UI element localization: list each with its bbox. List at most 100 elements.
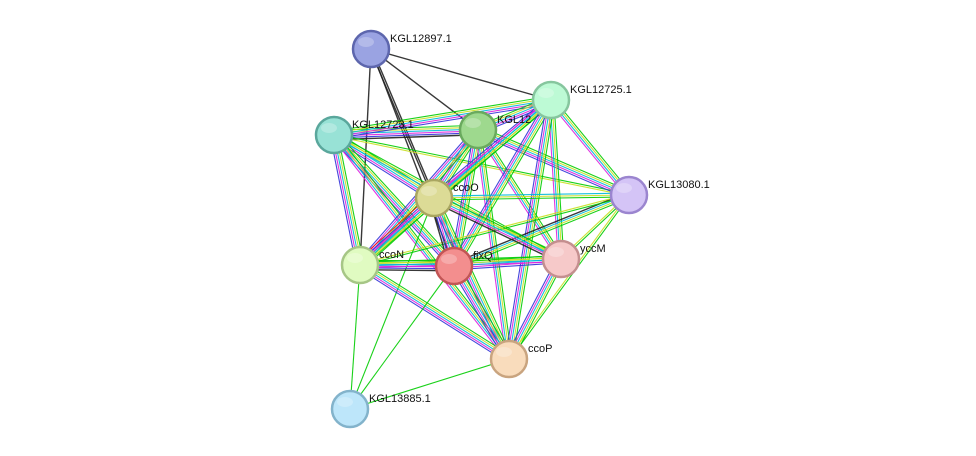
edge-kgl12724-ccop[interactable] [474, 129, 513, 360]
edge-ccon-kgl13885-1[interactable] [349, 264, 361, 410]
edge-kgl12725-1-kgl13080-1[interactable] [548, 97, 632, 198]
edge-evidence-database [333, 134, 435, 199]
edge-kgl12897-1-kgl12725-1[interactable] [370, 48, 552, 101]
edge-evidence-textmining [334, 133, 456, 266]
edge-kgl12723-1-ccon[interactable] [329, 134, 365, 266]
edge-evidence-experiments [431, 198, 508, 361]
edge-kgl12725-1-ccop[interactable] [504, 99, 556, 360]
edge-evidence-database [476, 130, 509, 360]
edge-fixq-kgl13885-1[interactable] [349, 265, 455, 410]
node-highlight [337, 397, 353, 407]
node-circle[interactable] [434, 246, 474, 286]
edge-evidence-neighborhood [349, 264, 361, 410]
edge-evidence-neighborhood [336, 132, 458, 264]
node-circle[interactable] [458, 110, 498, 150]
edge-kgl12723-1-kgl12725-1[interactable] [333, 95, 552, 140]
node-label: KGL13080.1 [648, 179, 710, 191]
node-fixq[interactable]: fixQ [434, 246, 493, 286]
edge-evidence-experiments [506, 99, 550, 359]
edge-evidence-database [433, 197, 510, 360]
edge-ccoo-yccm[interactable] [432, 194, 563, 264]
node-circle[interactable] [414, 178, 454, 218]
edge-evidence-textmining [551, 99, 563, 259]
node-kgl12723-1[interactable]: KGL12723.1 [314, 115, 414, 155]
node-label: ccoP [528, 343, 552, 355]
edge-evidence-experiments [358, 266, 509, 362]
edge-evidence-database [433, 192, 629, 197]
edge-evidence-textmining [334, 134, 511, 359]
node-circle[interactable] [340, 245, 380, 285]
node-kgl13080-1[interactable]: KGL13080.1 [609, 175, 710, 215]
edge-kgl12725-1-yccm[interactable] [547, 99, 565, 260]
edge-evidence-database [549, 100, 561, 260]
edge-ccon-ccop[interactable] [357, 261, 512, 363]
node-highlight [441, 254, 457, 264]
node-circle[interactable] [330, 389, 370, 429]
edge-evidence-neighborhood [337, 134, 365, 265]
edge-kgl12725-1-ccon[interactable] [357, 97, 554, 268]
node-circle[interactable] [541, 239, 581, 279]
node-label: ccoO [453, 182, 479, 194]
edge-evidence-neighborhood [361, 261, 512, 357]
node-yccm[interactable]: yccM [541, 239, 606, 279]
edge-evidence-database [359, 98, 551, 265]
edge-evidence-database [453, 99, 552, 267]
node-highlight [347, 253, 363, 263]
node-circle[interactable] [609, 175, 649, 215]
node-kgl12897-1[interactable]: KGL12897.1 [351, 29, 452, 69]
node-label: KGL12725.1 [570, 84, 632, 96]
node-label: KGL12723.1 [352, 119, 414, 131]
edge-evidence-experiments [547, 100, 559, 260]
edge-evidence-cooccurrence [334, 132, 479, 139]
edge-evidence-neighborhood [509, 195, 631, 360]
edge-evidence-cooccurrence [334, 103, 552, 140]
node-kgl13885-1[interactable]: KGL13885.1 [330, 389, 431, 429]
edge-evidence-textmining [551, 99, 631, 195]
node-circle[interactable] [489, 339, 529, 379]
edge-evidence-neighborhood [333, 95, 551, 132]
node-label: fixQ [473, 250, 493, 262]
edge-evidence-database [359, 264, 510, 360]
edge-evidence-coexpression [370, 48, 552, 101]
node-highlight [496, 347, 512, 357]
node-circle[interactable] [531, 80, 571, 120]
node-ccop[interactable]: ccoP [489, 339, 552, 379]
edge-ccoo-kgl13885-1[interactable] [349, 197, 435, 410]
edge-ccoo-ccop[interactable] [430, 196, 513, 361]
node-label: KGL12 [497, 114, 531, 126]
edge-evidence-neighborhood [479, 126, 631, 193]
edge-evidence-neighborhood [349, 197, 435, 410]
node-label: KGL12897.1 [390, 33, 452, 45]
edge-ccop-kgl13885-1[interactable] [349, 358, 510, 410]
edge-evidence-cooccurrence [504, 99, 548, 359]
edge-evidence-cooccurrence [430, 199, 507, 361]
edge-evidence-cooccurrence [329, 135, 357, 266]
edge-evidence-textmining [335, 134, 363, 265]
edge-evidence-textmining [333, 135, 629, 197]
edge-evidence-neighborhood [456, 101, 555, 269]
node-ccoo[interactable]: ccoO [414, 178, 479, 218]
node-circle[interactable] [314, 115, 354, 155]
edge-evidence-textmining [510, 100, 554, 360]
edge-evidence-experiments [548, 101, 628, 198]
node-highlight [465, 118, 481, 128]
edge-evidence-experiments [475, 131, 560, 261]
edge-evidence-neighborhood [435, 194, 563, 257]
edge-kgl13080-1-ccoo[interactable] [433, 192, 630, 201]
edge-evidence-textmining [434, 195, 563, 258]
node-label: yccM [580, 243, 606, 255]
edge-evidence-database [333, 99, 552, 136]
node-circle[interactable] [351, 29, 391, 69]
edge-evidence-database [433, 197, 562, 260]
node-highlight [538, 88, 554, 98]
node-kgl12724[interactable]: KGL12 [458, 110, 531, 150]
node-kgl12725-1[interactable]: KGL12725.1 [531, 80, 632, 120]
edge-evidence-neighborhood [436, 196, 513, 358]
edge-evidence-database [332, 135, 509, 360]
node-highlight [321, 123, 337, 133]
node-ccon[interactable]: ccoN [340, 245, 404, 285]
edge-evidence-experiments [474, 130, 507, 360]
edge-evidence-neighborhood [434, 196, 630, 201]
